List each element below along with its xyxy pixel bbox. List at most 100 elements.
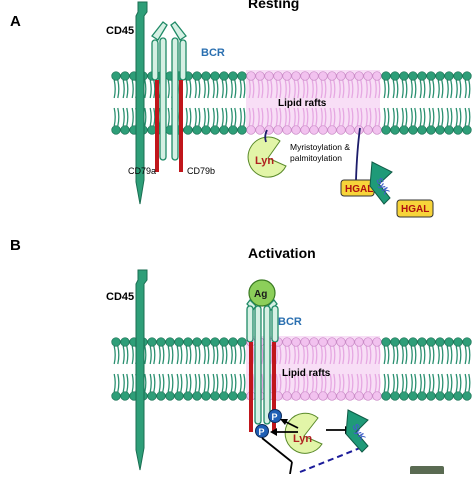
lipid-tail	[189, 373, 192, 393]
lipid-tail	[432, 345, 435, 365]
lipid-tail	[270, 107, 273, 127]
lipid-head	[219, 337, 229, 347]
lipid-tail	[230, 345, 233, 365]
lipid-tail	[288, 79, 291, 99]
lipid-head	[192, 391, 202, 401]
lipid-head	[327, 337, 337, 347]
lipid-head	[156, 391, 166, 401]
lipid-tail	[342, 79, 345, 99]
lipid-tail	[185, 373, 188, 393]
lipid-head	[444, 125, 454, 135]
dashed-link	[299, 447, 361, 473]
lipid-head	[426, 391, 436, 401]
lipid-tail	[441, 107, 444, 127]
lipid-tail	[149, 345, 152, 365]
lipid-tail	[369, 345, 372, 365]
lipid-tail	[437, 345, 440, 365]
lipid-head	[183, 337, 193, 347]
lipid-tail	[144, 345, 147, 365]
arrow-p-to-lower	[261, 437, 293, 463]
lipid-tail	[270, 373, 273, 393]
lipid-head	[228, 71, 238, 81]
lipid-head	[237, 337, 247, 347]
lipid-tail	[306, 345, 309, 365]
lipid-tail	[194, 373, 197, 393]
bcr-receptor-b	[246, 299, 279, 425]
lipid-tail	[401, 373, 404, 393]
lipid-head	[372, 125, 382, 135]
lipid-head	[408, 391, 418, 401]
panel-b: B Activation CD45 Ag BCR Lipid rafts Lyn	[10, 237, 472, 478]
lipid-head	[399, 337, 409, 347]
lipid-head	[120, 337, 130, 347]
lipid-head	[327, 391, 337, 401]
lipid-tail	[396, 107, 399, 127]
lipid-tail	[351, 107, 354, 127]
lipid-tail	[203, 79, 206, 99]
antigen-label: Ag	[254, 289, 267, 300]
lipid-tail	[293, 107, 296, 127]
lipid-tail	[126, 345, 129, 365]
lipid-tail	[383, 107, 386, 127]
lipid-head	[210, 337, 220, 347]
lipid-tail	[324, 345, 327, 365]
lipid-head	[183, 391, 193, 401]
lipid-head	[300, 125, 310, 135]
lipid-tail	[176, 373, 179, 393]
lipid-tail	[423, 345, 426, 365]
lipid-tail	[468, 107, 471, 127]
lipid-tail	[464, 373, 467, 393]
lipid-head	[111, 125, 121, 135]
lipid-head	[363, 125, 373, 135]
lipid-head	[120, 391, 130, 401]
lipid-tail	[455, 79, 458, 99]
lipid-head	[291, 391, 301, 401]
lipid-tail	[365, 373, 368, 393]
lipid-tail	[405, 79, 408, 99]
lipid-tail	[225, 345, 228, 365]
lipid-tail	[302, 107, 305, 127]
lipid-tail	[428, 373, 431, 393]
lipid-tail	[378, 79, 381, 99]
lipid-tail	[396, 345, 399, 365]
lipid-tail	[365, 345, 368, 365]
lipid-tail	[185, 79, 188, 99]
lipid-tail	[356, 373, 359, 393]
lipid-tail	[320, 373, 323, 393]
lipid-head	[381, 71, 391, 81]
phospho-site-2	[268, 409, 282, 423]
lipid-tail	[302, 373, 305, 393]
lipid-tail	[221, 345, 224, 365]
lipid-head	[300, 391, 310, 401]
lipid-tail	[216, 373, 219, 393]
lipid-head	[111, 71, 121, 81]
lipid-tail	[360, 107, 363, 127]
lipid-tail	[387, 345, 390, 365]
lipid-tail	[185, 345, 188, 365]
lipid-head	[111, 337, 121, 347]
myristoylation-label-line2: palmitoylation	[290, 153, 342, 163]
lipid-tail	[194, 107, 197, 127]
lipid-tail	[320, 79, 323, 99]
cd79b-label: CD79b	[187, 166, 215, 176]
panel-b-title: Activation	[248, 245, 316, 261]
lipid-head	[183, 125, 193, 135]
lipid-head	[399, 391, 409, 401]
lyn-label-a: Lyn	[255, 155, 274, 167]
lipid-head	[336, 337, 346, 347]
lipid-tail	[198, 79, 201, 99]
lipid-tail	[207, 107, 210, 127]
lipid-tail	[374, 345, 377, 365]
lipid-tail	[117, 107, 120, 127]
lipid-tail	[459, 345, 462, 365]
lipid-tail	[329, 107, 332, 127]
lipid-tail	[122, 373, 125, 393]
lipid-tail	[342, 345, 345, 365]
lipid-tail	[216, 79, 219, 99]
lipid-head	[462, 391, 472, 401]
lipid-tail	[167, 107, 170, 127]
lipid-tail	[288, 373, 291, 393]
cropped-box-bottom-right	[410, 466, 444, 478]
lipid-tail	[459, 79, 462, 99]
lipid-head	[291, 71, 301, 81]
